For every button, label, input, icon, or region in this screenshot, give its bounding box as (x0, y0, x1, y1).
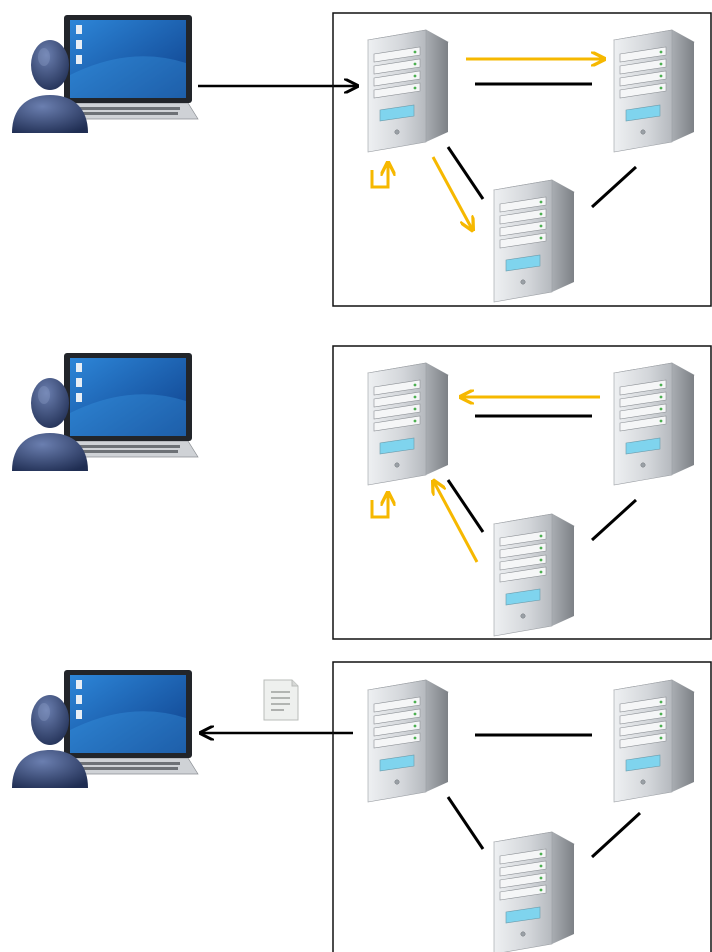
server-tower-icon (613, 679, 695, 803)
cluster-frame (332, 661, 712, 952)
self-apply-arrow (370, 164, 388, 189)
panel-step-2 (11, 345, 712, 640)
server-tower-icon (613, 29, 695, 153)
server-tower-icon (367, 29, 449, 153)
panel-step-1 (11, 12, 712, 307)
server-tower-icon (613, 362, 695, 486)
server-tower-icon (493, 179, 575, 303)
user-with-laptop-icon (11, 352, 199, 472)
cluster-link (446, 479, 485, 533)
cluster-link (446, 146, 485, 200)
cluster-link (590, 165, 638, 209)
cluster-link (590, 498, 638, 542)
user-with-laptop-icon (11, 14, 199, 134)
self-apply-arrow (370, 494, 388, 519)
panel-step-3 (11, 661, 712, 952)
cluster-link (446, 796, 485, 850)
replicate-arrow (431, 156, 472, 229)
user-with-laptop-icon (11, 669, 199, 789)
acknowledge-arrow (434, 482, 479, 563)
cluster-frame (332, 345, 712, 640)
document-icon (263, 679, 299, 721)
server-tower-icon (493, 831, 575, 952)
server-tower-icon (367, 679, 449, 803)
cluster-frame (332, 12, 712, 307)
server-tower-icon (493, 513, 575, 637)
cluster-link (590, 811, 642, 859)
server-tower-icon (367, 362, 449, 486)
